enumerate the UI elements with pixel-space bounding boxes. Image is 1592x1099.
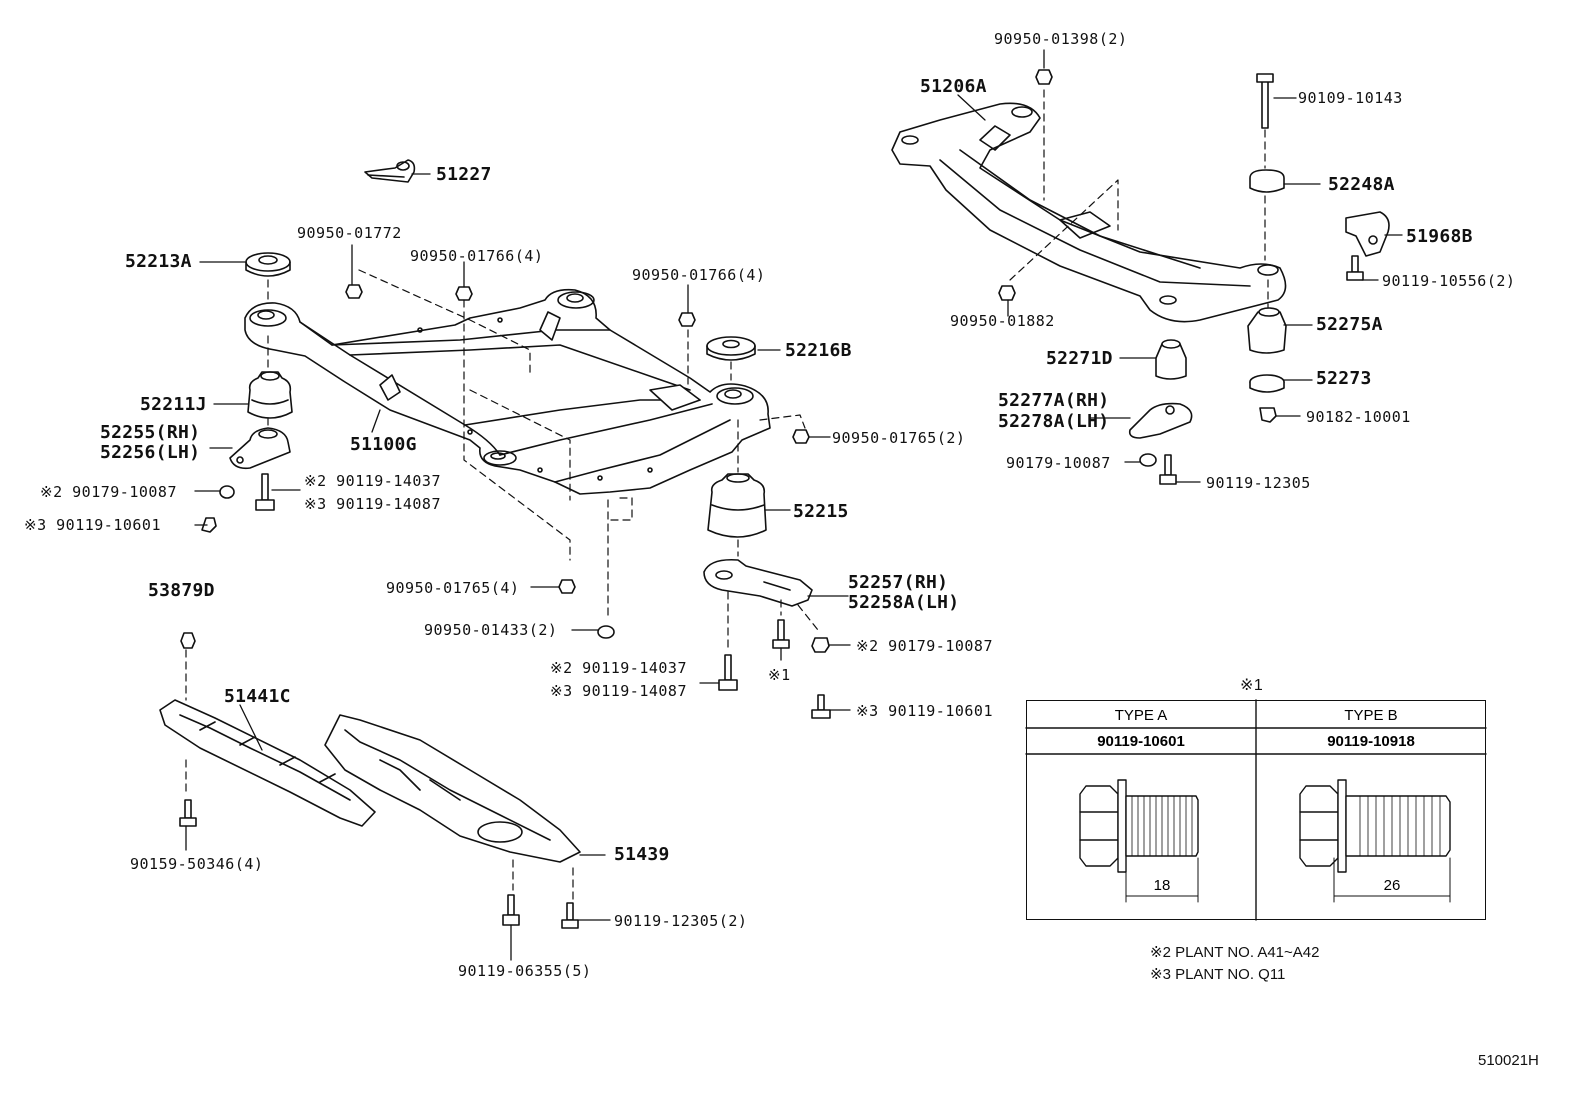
part-label-52255[interactable]: 52255(RH) <box>100 422 201 443</box>
part-label-90119-14037-left[interactable]: ※2 90119-14037 <box>304 472 441 490</box>
part-label-90950-01765-2[interactable]: 90950-01765(2) <box>832 429 966 447</box>
part-label-90119-12305-2[interactable]: 90119-12305(2) <box>614 912 748 930</box>
table-part-type-a[interactable]: 90119-10601 <box>1097 733 1185 750</box>
table-header-type-a: TYPE A <box>1114 707 1168 724</box>
part-label-52275A[interactable]: 52275A <box>1316 314 1383 335</box>
part-label-52215[interactable]: 52215 <box>793 501 849 522</box>
note-plant-3: ※3 PLANT NO. Q11 <box>1150 966 1286 983</box>
part-label-90179-10087-rear[interactable]: 90179-10087 <box>1006 454 1111 472</box>
part-label-ref1: ※1 <box>768 666 791 684</box>
part-label-90950-01398[interactable]: 90950-01398(2) <box>994 30 1128 48</box>
table-part-type-b[interactable]: 90119-10918 <box>1327 733 1415 750</box>
bracket-51227-illustration <box>364 159 416 183</box>
part-label-51968B[interactable]: 51968B <box>1406 226 1473 247</box>
part-label-52271D[interactable]: 52271D <box>1046 348 1113 369</box>
fasteners-front-illustration <box>179 284 831 929</box>
bolt-type-table <box>1026 700 1486 920</box>
part-label-53879D[interactable]: 53879D <box>148 580 215 601</box>
cover-51441C-illustration <box>159 699 376 827</box>
assembly-lines <box>185 89 1269 901</box>
cushion-52215-illustration <box>707 473 767 538</box>
part-label-51100G[interactable]: 51100G <box>350 434 417 455</box>
part-label-90179-10087-left[interactable]: ※2 90179-10087 <box>40 483 177 501</box>
part-label-90159-50346[interactable]: 90159-50346(4) <box>130 855 264 873</box>
stopper-plate-52257-illustration <box>703 558 813 607</box>
part-label-90182-10001[interactable]: 90182-10001 <box>1306 408 1411 426</box>
cover-51439-illustration <box>324 714 581 863</box>
part-label-52248A[interactable]: 52248A <box>1328 174 1395 195</box>
part-label-90179-10087-right[interactable]: ※2 90179-10087 <box>856 637 993 655</box>
part-label-90119-06355[interactable]: 90119-06355(5) <box>458 962 592 980</box>
stopper-52255-illustration <box>229 427 291 470</box>
part-label-52257[interactable]: 52257(RH) <box>848 572 949 593</box>
diagram-code: 510021H <box>1478 1052 1539 1069</box>
leader-lines <box>185 49 1403 961</box>
part-label-52216B[interactable]: 52216B <box>785 340 852 361</box>
part-label-90950-01772[interactable]: 90950-01772 <box>297 224 402 242</box>
part-label-90119-10601-left[interactable]: ※3 90119-10601 <box>24 516 161 534</box>
cushion-52211J-illustration <box>247 371 293 419</box>
part-label-90119-14087-mid[interactable]: ※3 90119-14087 <box>550 682 687 700</box>
table-header-type-b: TYPE B <box>1344 707 1398 724</box>
part-label-52258A[interactable]: 52258A(LH) <box>848 592 960 613</box>
note-plant-2: ※2 PLANT NO. A41~A42 <box>1150 944 1320 961</box>
part-label-52213A[interactable]: 52213A <box>125 251 192 272</box>
table-drawing <box>1025 699 1487 921</box>
part-label-90109-10143[interactable]: 90109-10143 <box>1298 89 1403 107</box>
part-label-51439[interactable]: 51439 <box>614 844 670 865</box>
rear-crossmember-illustration <box>891 102 1287 323</box>
cushion-52216B-illustration <box>706 336 756 361</box>
part-label-51441C[interactable]: 51441C <box>224 686 291 707</box>
part-label-52278A[interactable]: 52278A(LH) <box>998 411 1110 432</box>
part-label-90950-01765-4[interactable]: 90950-01765(4) <box>386 579 520 597</box>
table-length-type-b: 26 <box>1383 877 1401 894</box>
part-label-90119-14037-mid[interactable]: ※2 90119-14037 <box>550 659 687 677</box>
part-label-90950-01882[interactable]: 90950-01882 <box>950 312 1055 330</box>
front-crossmember-illustration <box>244 288 771 495</box>
part-label-90950-01766-a[interactable]: 90950-01766(4) <box>410 247 544 265</box>
table-title: ※1 <box>1240 677 1264 694</box>
part-label-90950-01766-b[interactable]: 90950-01766(4) <box>632 266 766 284</box>
part-label-90119-10556[interactable]: 90119-10556(2) <box>1382 272 1516 290</box>
part-label-90119-12305-rear[interactable]: 90119-12305 <box>1206 474 1311 492</box>
rear-parts-illustration <box>998 69 1390 485</box>
part-label-52256[interactable]: 52256(LH) <box>100 442 201 463</box>
cushion-52213A-illustration <box>245 252 291 277</box>
table-length-type-a: 18 <box>1153 877 1171 894</box>
part-label-90119-14087-left[interactable]: ※3 90119-14087 <box>304 495 441 513</box>
part-label-52211J[interactable]: 52211J <box>140 394 207 415</box>
part-label-52273[interactable]: 52273 <box>1316 368 1372 389</box>
part-label-51227[interactable]: 51227 <box>436 164 492 185</box>
part-label-90950-01433[interactable]: 90950-01433(2) <box>424 621 558 639</box>
part-label-51206A[interactable]: 51206A <box>920 76 987 97</box>
part-label-90119-10601-right[interactable]: ※3 90119-10601 <box>856 702 993 720</box>
part-label-52277A[interactable]: 52277A(RH) <box>998 390 1110 411</box>
